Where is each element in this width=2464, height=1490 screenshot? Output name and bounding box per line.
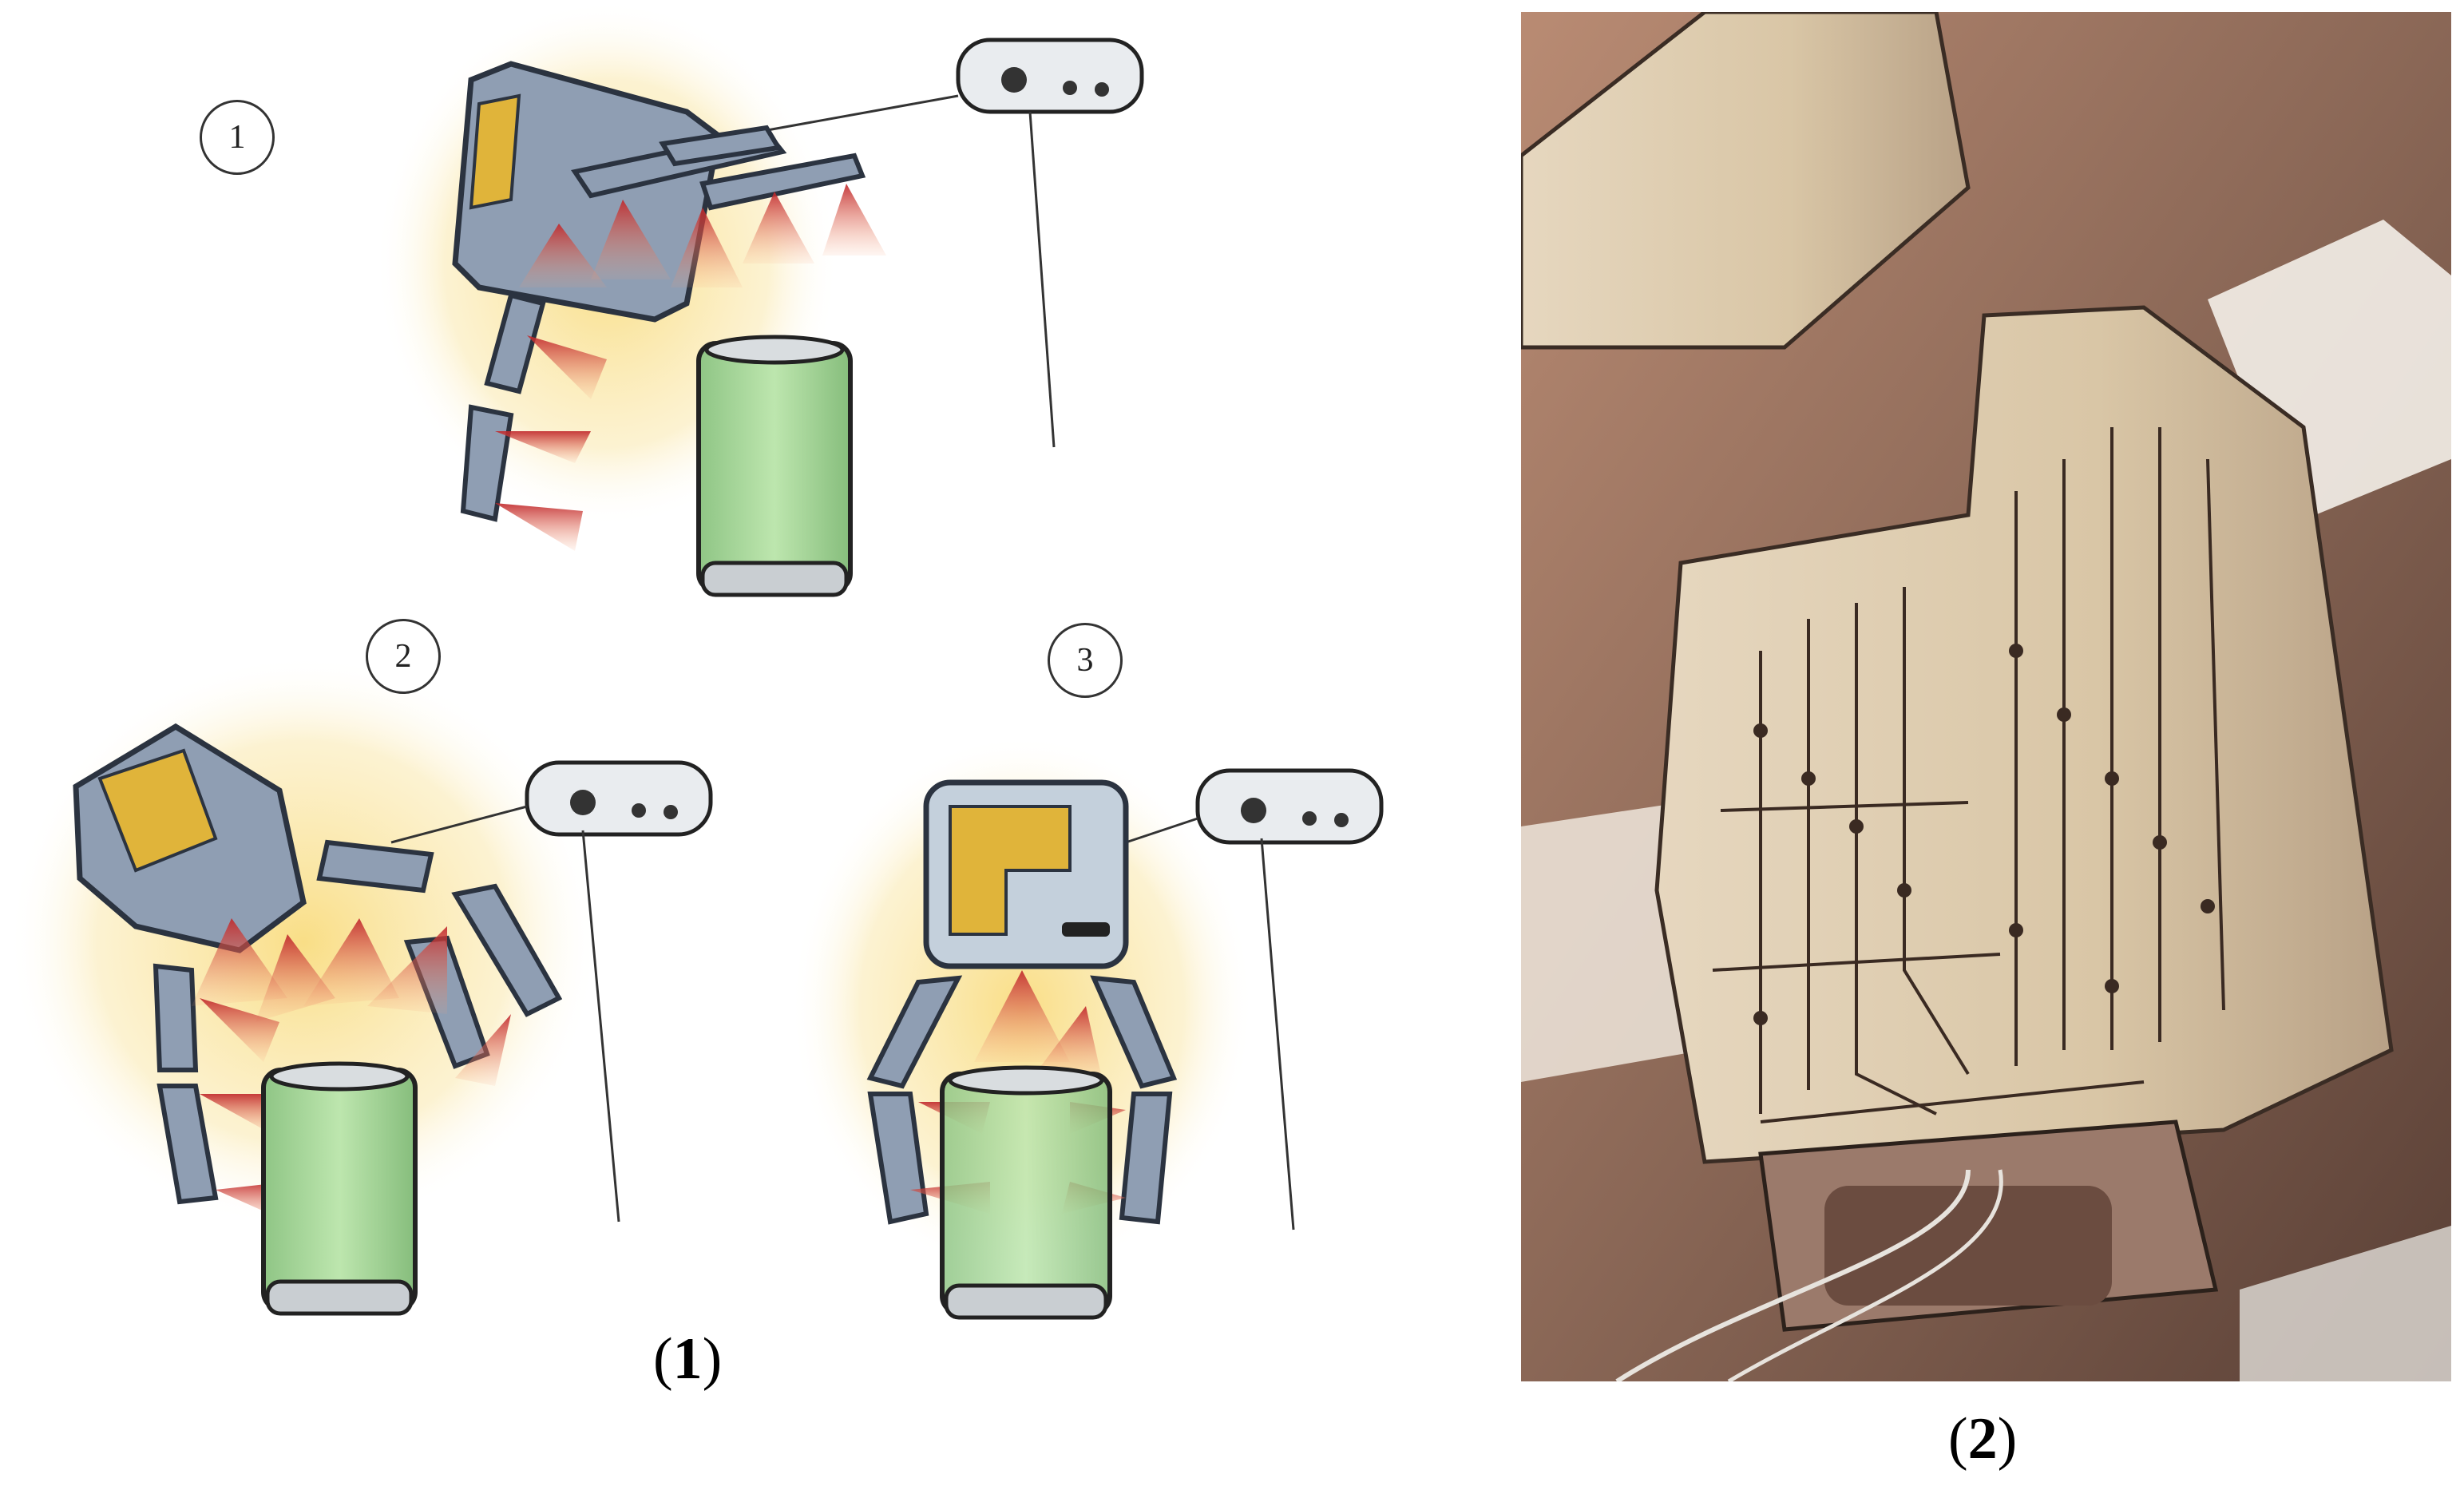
gripper-icon (866, 779, 1178, 1225)
soda-can-icon (940, 1065, 1112, 1320)
panel-1-caption: (1) (653, 1326, 723, 1392)
step-2-label: 2 (366, 619, 441, 694)
sensing-rays (495, 184, 886, 551)
soda-can-icon (696, 335, 853, 597)
gripper-icon (73, 723, 563, 1205)
soda-can-icon (261, 1061, 418, 1316)
depth-camera-icon (758, 38, 1144, 448)
robot-skin-photo (1521, 12, 2451, 1381)
scene-1 (375, 0, 1144, 597)
scene-3 (790, 735, 1384, 1320)
panel-2-caption: (2) (1948, 1406, 2018, 1472)
photo-panel (1521, 12, 2451, 1381)
depth-camera-icon (390, 760, 713, 1223)
depth-camera-icon (1125, 768, 1384, 1230)
illustration-svg (8, 0, 1384, 1320)
step-1-label: 1 (200, 100, 275, 175)
scene-2 (8, 655, 713, 1316)
illustration-panel: 1 2 3 (1) (8, 0, 1384, 1392)
step-3-label: 3 (1048, 623, 1123, 698)
